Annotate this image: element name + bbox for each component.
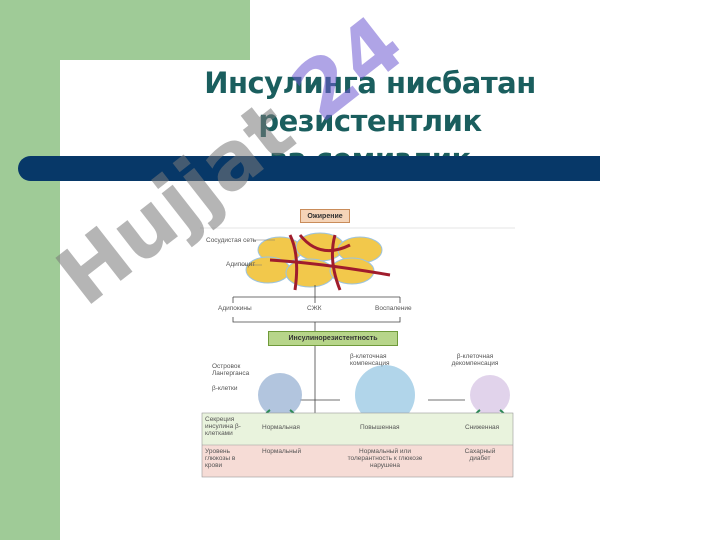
title-divider-bar [18, 156, 600, 181]
ffa-label: СЖК [307, 305, 322, 312]
row2-cell: Нормальный [262, 448, 302, 455]
row1-cell: Сниженная [465, 424, 500, 431]
adipose-tissue-graphic [245, 232, 391, 291]
beta-cells-label: β-клетки [212, 385, 238, 392]
decompensation-label: β-клеточная декомпенсация [451, 353, 499, 367]
row1-header: Секреция инсулина β-клетками [205, 416, 241, 437]
adipokines-label: Адипокины [218, 305, 252, 312]
green-top-block [0, 0, 250, 60]
adipocyte-label: Адипоцит [226, 261, 256, 268]
row2-cell: Сахарный диабет [464, 448, 496, 462]
diagram-graphics [200, 227, 515, 478]
green-side-strip [0, 0, 60, 540]
islets-label: Островок Лангерганса [212, 363, 250, 377]
insulin-resistance-box: Инсулинорезистентность [268, 331, 398, 346]
compensation-label: β-клеточная компенсация [350, 353, 390, 367]
row2-cell: Нормальный или толерантность к глюкозе н… [347, 448, 423, 469]
row1-cell: Нормальная [262, 424, 300, 431]
vascular-net-label: Сосудистая сеть [206, 237, 257, 244]
row2-header: Уровень глюкозы в крови [205, 448, 236, 469]
content-corner [60, 60, 100, 100]
row1-cell: Повышенная [360, 424, 400, 431]
obesity-box: Ожирение [300, 209, 350, 223]
inflammation-label: Воспаление [375, 305, 412, 312]
obesity-insulin-diagram: Ожирение Сосудистая сеть Адипоцит Адипок… [200, 205, 515, 480]
title-line-1: Инсулинга нисбатан резистентлик [204, 66, 536, 138]
